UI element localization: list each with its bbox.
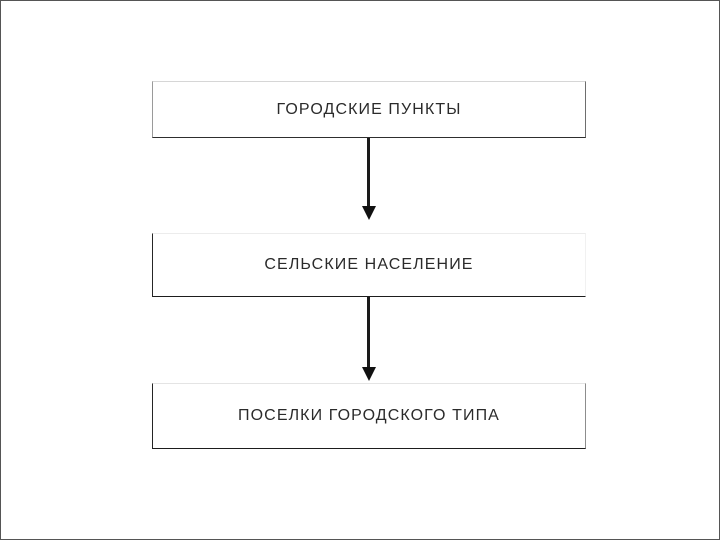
flowchart-node-3[interactable]: ПОСЕЛКИ ГОРОДСКОГО ТИПА [152,383,586,449]
flowchart-node-2[interactable]: СЕЛЬСКИЕ НАСЕЛЕНИЕ [152,233,586,297]
arrow-shaft [367,297,370,371]
arrow-shaft [367,138,370,210]
arrow-head [362,206,376,220]
arrow-down-icon-2 [362,297,376,383]
arrow-head [362,367,376,381]
arrow-down-icon-1 [362,138,376,222]
flowchart-node-1-label: ГОРОДСКИЕ ПУНКТЫ [276,100,462,118]
flowchart-node-1[interactable]: ГОРОДСКИЕ ПУНКТЫ [152,81,586,138]
flowchart-node-2-label: СЕЛЬСКИЕ НАСЕЛЕНИЕ [264,256,474,274]
flowchart-node-3-label: ПОСЕЛКИ ГОРОДСКОГО ТИПА [238,407,500,425]
